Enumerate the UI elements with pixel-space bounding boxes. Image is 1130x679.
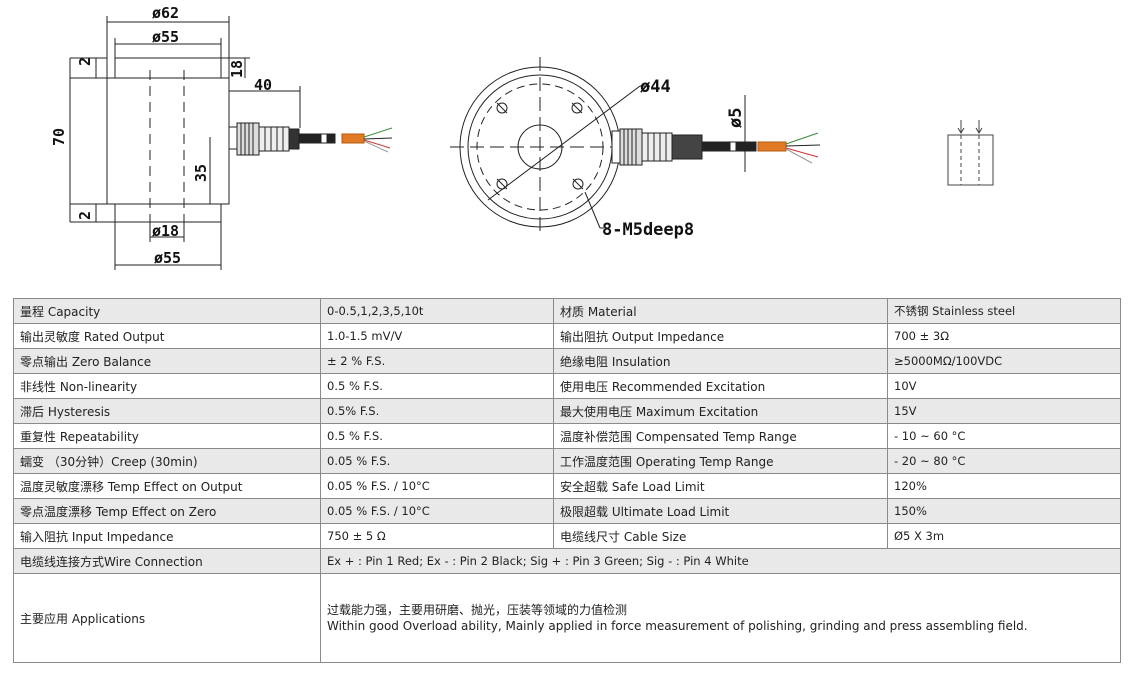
spec-label: 材质 Material [553, 298, 888, 324]
spec-value: 120% [887, 473, 1121, 499]
spec-value: 0.05 % F.S. / 10°C [320, 473, 554, 499]
spec-value: 不锈钢 Stainless steel [887, 298, 1121, 324]
spec-label: 输出阻抗 Output Impedance [553, 323, 888, 349]
spec-value: - 20 ~ 80 °C [887, 448, 1121, 474]
wire-connection-label: 电缆线连接方式Wire Connection [13, 548, 321, 574]
spec-label: 最大使用电压 Maximum Excitation [553, 398, 888, 424]
spec-row: 蠕变 （30分钟）Creep (30min)0.05 % F.S.工作温度范围 … [13, 448, 1121, 474]
dim-head-height: 18 [228, 60, 246, 78]
spec-label: 使用电压 Recommended Excitation [553, 373, 888, 399]
spec-value: 0.5% F.S. [320, 398, 554, 424]
spec-label: 温度补偿范围 Compensated Temp Range [553, 423, 888, 449]
spec-value: 1.0-1.5 mV/V [320, 323, 554, 349]
spec-value: - 10 ~ 60 °C [887, 423, 1121, 449]
spec-value: 0.5 % F.S. [320, 373, 554, 399]
applications-text-en: Within good Overload ability, Mainly app… [327, 619, 1028, 633]
spec-label: 重复性 Repeatability [13, 423, 321, 449]
spec-row: 零点输出 Zero Balance± 2 % F.S.绝缘电阻 Insulati… [13, 348, 1121, 374]
applications-label: 主要应用 Applications [13, 573, 321, 663]
spec-label: 输入阻抗 Input Impedance [13, 523, 321, 549]
spec-value: ≥5000MΩ/100VDC [887, 348, 1121, 374]
spec-label: 滞后 Hysteresis [13, 398, 321, 424]
spec-value: 700 ± 3Ω [887, 323, 1121, 349]
spec-value: 0.05 % F.S. [320, 448, 554, 474]
side-view [69, 16, 393, 270]
spec-label: 零点温度漂移 Temp Effect on Zero [13, 498, 321, 524]
spec-label: 极限超载 Ultimate Load Limit [553, 498, 888, 524]
spec-value: ± 2 % F.S. [320, 348, 554, 374]
dim-connector-length: 40 [254, 76, 272, 94]
applications-text-cn: 过载能力强，主要用研磨、抛光，压装等领域的力值检测 [327, 603, 628, 617]
spec-label: 温度灵敏度漂移 Temp Effect on Output [13, 473, 321, 499]
dim-outer-diameter: ø62 [152, 4, 179, 22]
applications-value: 过载能力强，主要用研磨、抛光，压装等领域的力值检测 Within good Ove… [320, 573, 1121, 663]
dim-bottom-diameter: ø55 [154, 249, 181, 267]
spec-label: 工作温度范围 Operating Temp Range [553, 448, 888, 474]
top-view [450, 57, 821, 237]
dim-height: 70 [50, 128, 68, 146]
dim-connector-height: 35 [192, 164, 210, 182]
spec-value: 150% [887, 498, 1121, 524]
spec-label: 非线性 Non-linearity [13, 373, 321, 399]
wire-connection-value: Ex + : Pin 1 Red; Ex - : Pin 2 Black; Si… [320, 548, 1121, 574]
dim-bolt-circle: ø44 [640, 77, 671, 97]
spec-label: 电缆线尺寸 Cable Size [553, 523, 888, 549]
spec-value: 0.5 % F.S. [320, 423, 554, 449]
spec-label: 量程 Capacity [13, 298, 321, 324]
spec-label: 零点输出 Zero Balance [13, 348, 321, 374]
dim-cable-diameter: ø5 [726, 108, 746, 128]
spec-value: Ø5 X 3m [887, 523, 1121, 549]
dim-bottom-step: 2 [76, 211, 94, 220]
dim-top-diameter: ø55 [152, 28, 179, 46]
spec-value: 0-0.5,1,2,3,5,10t [320, 298, 554, 324]
spec-value: 0.05 % F.S. / 10°C [320, 498, 554, 524]
spec-value: 750 ± 5 Ω [320, 523, 554, 549]
dim-top-step: 2 [76, 57, 94, 66]
spec-label: 安全超载 Safe Load Limit [553, 473, 888, 499]
spec-value: 15V [887, 398, 1121, 424]
spec-value: 10V [887, 373, 1121, 399]
spec-label: 绝缘电阻 Insulation [553, 348, 888, 374]
spec-label: 蠕变 （30分钟）Creep (30min) [13, 448, 321, 474]
spec-label: 输出灵敏度 Rated Output [13, 323, 321, 349]
dim-bore: ø18 [152, 222, 179, 240]
hole-callout: 8-M5deep8 [602, 220, 694, 240]
load-cell-icon [947, 120, 994, 186]
technical-drawing: ø62 ø55 2 18 40 70 35 2 ø18 ø55 [50, 4, 994, 270]
